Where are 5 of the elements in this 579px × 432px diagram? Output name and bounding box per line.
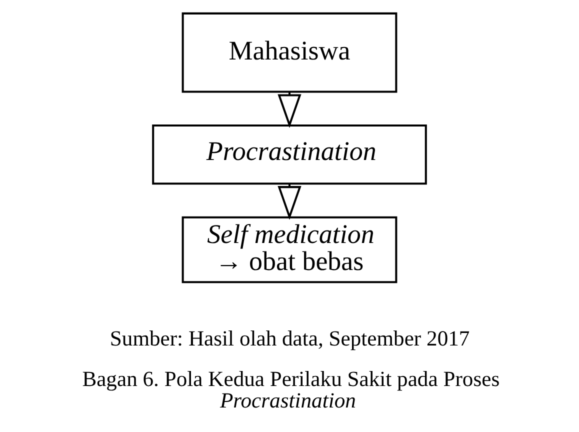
caption: Bagan 6. Pola Kedua Perilaku Sakit pada Proses Procrastination bbox=[82, 366, 500, 412]
label: Sumber: Hasil olah data, September 2017 bbox=[110, 326, 470, 350]
node-box: Self medication → obat bebas bbox=[182, 216, 398, 284]
node-box: Mahasiswa bbox=[182, 12, 398, 93]
node-box: Procrastination bbox=[152, 124, 427, 185]
